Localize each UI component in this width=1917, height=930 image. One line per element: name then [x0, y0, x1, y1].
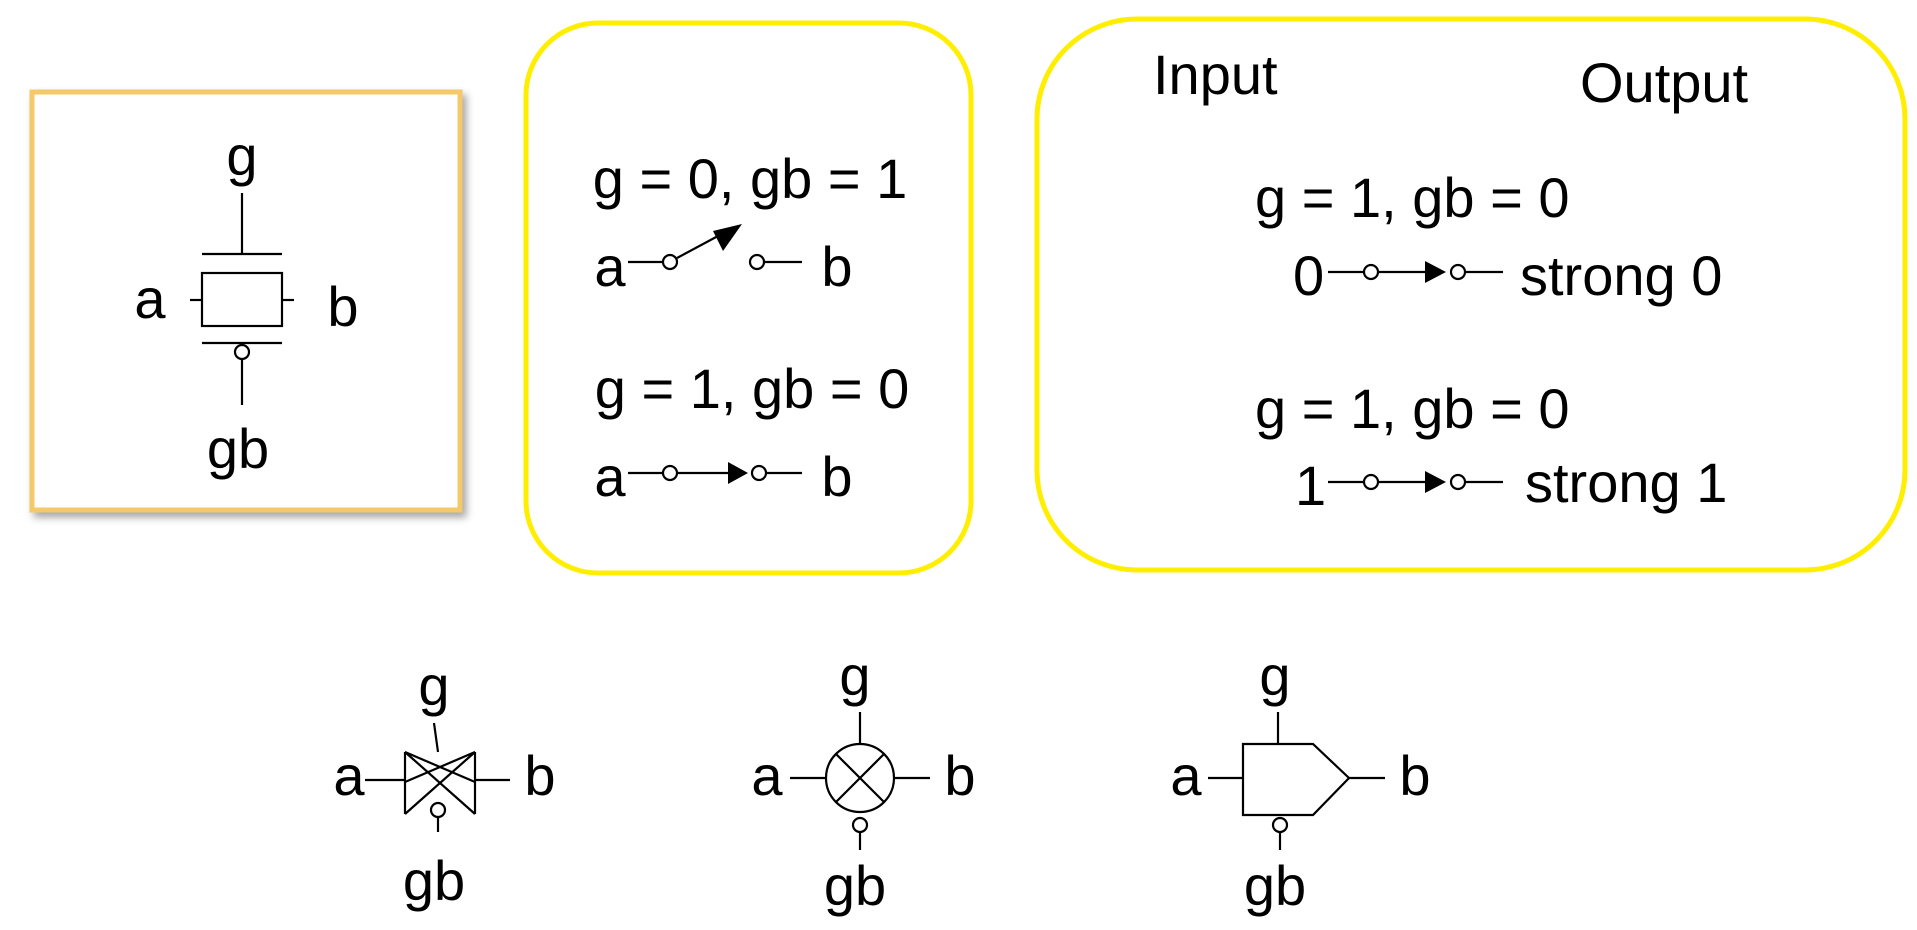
tgate-symbol — [190, 193, 294, 405]
pass-panel-border — [1034, 16, 1908, 573]
switch-b-label: b — [821, 235, 852, 298]
pentagon-gb-label: gb — [1244, 854, 1306, 917]
alt-symbol-crossed-circle: g a b gb — [751, 644, 975, 917]
crossed-circle-icon — [790, 712, 930, 850]
symbol-frame — [29, 89, 463, 513]
alt-symbol-bowtie: g a b gb — [333, 654, 555, 912]
output-header: Output — [1580, 51, 1749, 114]
closed-a-label: a — [594, 445, 626, 508]
gate-label: g — [226, 124, 257, 187]
inverting-bubble-icon — [233, 343, 251, 361]
circle-gate-label: g — [839, 644, 870, 707]
case0-path: 0 strong 0 — [1293, 244, 1722, 307]
closed-arrow-icon — [728, 462, 748, 484]
symbol-panel: g a b gb — [29, 89, 463, 513]
case0-output: strong 0 — [1520, 244, 1722, 307]
circle-b-label: b — [944, 744, 975, 807]
pentagon-a-label: a — [1170, 744, 1202, 807]
case1-condition: g = 1, gb = 0 — [1255, 377, 1569, 440]
case1-output: strong 1 — [1525, 451, 1727, 514]
case1-path: 1 strong 1 — [1295, 451, 1727, 517]
closed-switch: a b — [594, 445, 852, 508]
bowtie-b-label: b — [524, 744, 555, 807]
circle-gb-label: gb — [824, 854, 886, 917]
switch-panel-border — [523, 20, 974, 576]
bowtie-a-label: a — [333, 744, 365, 807]
terminal-a-label: a — [134, 267, 166, 330]
bowtie-icon — [365, 722, 510, 832]
switch-panel: g = 0, gb = 1 a b g = 1, gb = 0 a b — [523, 20, 974, 576]
circle-a-label: a — [751, 744, 783, 807]
case0-condition: g = 1, gb = 0 — [1255, 166, 1569, 229]
terminal-b-label: b — [327, 275, 358, 338]
bowtie-gate-label: g — [418, 654, 449, 717]
pentagon-icon — [1208, 712, 1385, 850]
gate-bar-label: gb — [207, 417, 269, 480]
alt-symbol-pentagon: g a b gb — [1170, 644, 1430, 917]
case0-input: 0 — [1293, 244, 1324, 307]
switch-arrow-icon — [713, 224, 742, 251]
closed-b-label: b — [821, 445, 852, 508]
pentagon-b-label: b — [1399, 744, 1430, 807]
on-condition: g = 1, gb = 0 — [595, 357, 909, 420]
off-condition: g = 0, gb = 1 — [593, 147, 907, 210]
case0-arrow-icon — [1425, 261, 1446, 283]
pass-panel: Input Output g = 1, gb = 0 0 strong 0 g … — [1034, 16, 1908, 573]
bowtie-gb-label: gb — [403, 849, 465, 912]
open-switch: a b — [594, 224, 853, 298]
case1-input: 1 — [1295, 454, 1326, 517]
pentagon-gate-label: g — [1259, 644, 1290, 707]
switch-a-label: a — [594, 235, 626, 298]
case1-arrow-icon — [1425, 471, 1446, 493]
input-header: Input — [1153, 43, 1278, 106]
